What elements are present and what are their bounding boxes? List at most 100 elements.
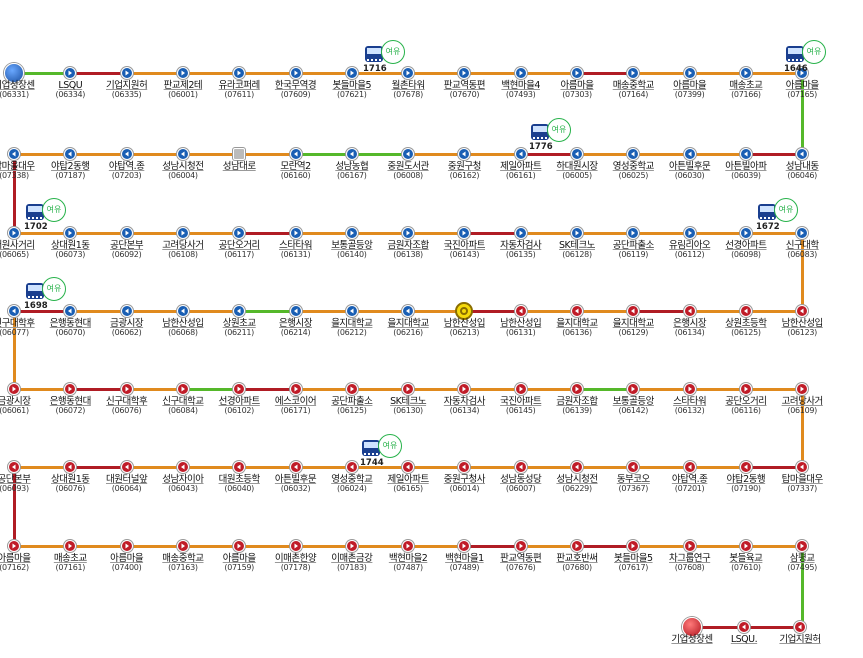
stop-label[interactable]: 기업성장센: [671, 635, 713, 645]
stop-name[interactable]: 아튼빌후문: [668, 161, 711, 172]
stop-label[interactable]: 국진아파트(06145): [500, 396, 542, 415]
stop-name[interactable]: 이매촌금강: [331, 553, 373, 564]
stop-name[interactable]: 탑마을대우: [781, 474, 824, 485]
stop-name[interactable]: 금광시장: [0, 396, 31, 407]
stop-name[interactable]: 아름마을: [222, 553, 256, 564]
stop-name[interactable]: 국진아파트: [500, 396, 542, 407]
bus-stop-marker[interactable]: [402, 67, 415, 79]
stop-name[interactable]: 대원사거리: [0, 240, 35, 251]
stop-label[interactable]: 아름마을(07165): [786, 81, 819, 99]
stop-name[interactable]: 성남자이아: [162, 474, 204, 485]
stop-label[interactable]: 월촌타워(07678): [392, 81, 425, 99]
bus-stop-marker[interactable]: [514, 461, 527, 473]
stop-label[interactable]: 선경아파트(06098): [725, 241, 767, 259]
stop-name[interactable]: 아름마을: [0, 553, 31, 564]
stop-name[interactable]: 야탑역.종: [671, 474, 708, 485]
stop-label[interactable]: 남한산성입(06213): [444, 319, 486, 337]
stop-label[interactable]: 남한산성입(06123): [781, 318, 824, 337]
stop-name[interactable]: 봇들육교: [729, 553, 763, 564]
stop-label[interactable]: 영성중학교(06025): [613, 162, 655, 180]
stop-label[interactable]: 야탑역.종(07203): [109, 162, 145, 180]
stop-name[interactable]: SK테크노: [390, 396, 427, 407]
bus-stop-marker[interactable]: [796, 461, 809, 473]
stop-name[interactable]: 남한산성입: [162, 318, 204, 329]
stop-name[interactable]: 백현마을4: [501, 80, 540, 91]
bus-stop-marker[interactable]: [120, 305, 133, 317]
stop-label[interactable]: 야탑2동행(07190): [727, 475, 766, 493]
stop-name[interactable]: 금원자조합: [387, 240, 429, 251]
bus-stop-marker[interactable]: [64, 148, 77, 160]
bus-stop-marker[interactable]: [683, 461, 696, 473]
stop-name[interactable]: LSQU: [58, 80, 83, 91]
bus-stop-marker[interactable]: [4, 63, 24, 83]
bus-stop-marker[interactable]: [345, 305, 358, 317]
stop-name[interactable]: 기업지원허: [779, 634, 821, 645]
stop-name[interactable]: 고려당사거: [162, 240, 204, 251]
bus-stop-marker[interactable]: [8, 148, 20, 160]
stop-label[interactable]: 상원초등학(06125): [725, 319, 767, 337]
stop-label[interactable]: 고려당사거(06108): [162, 240, 204, 259]
bus-stop-marker[interactable]: [458, 148, 471, 160]
bus-stop-marker[interactable]: [64, 305, 77, 317]
bus-stop-marker[interactable]: [739, 227, 752, 239]
bus-stop-marker[interactable]: [627, 540, 640, 552]
stop-name[interactable]: 백현마을1: [445, 553, 484, 564]
stop-label[interactable]: 대원초등학(06040): [219, 475, 261, 493]
bus-stop-marker[interactable]: [176, 461, 189, 473]
stop-name[interactable]: 야탑2동행: [726, 474, 766, 485]
bus-stop-marker[interactable]: [514, 383, 527, 395]
stop-label[interactable]: 대원터널앞(06064): [106, 475, 148, 493]
stop-name[interactable]: 야탑2동행: [51, 161, 90, 172]
bus-stop-marker[interactable]: [345, 148, 358, 160]
stop-label[interactable]: 은행시장(06134): [673, 319, 706, 337]
stop-label[interactable]: 제일아파트(06165): [387, 475, 429, 493]
bus-stop-marker[interactable]: [682, 617, 702, 637]
bus-stop-marker[interactable]: [796, 148, 809, 160]
stop-label[interactable]: 은행시장(06214): [279, 319, 312, 337]
stop-label[interactable]: 야탑2동행(07187): [51, 162, 90, 180]
bus-stop-marker[interactable]: [345, 461, 358, 473]
stop-name[interactable]: 을지대학교: [612, 318, 655, 329]
stop-name[interactable]: 판교호반써: [556, 553, 598, 564]
stop-label[interactable]: 탑마을대우(07337): [781, 474, 824, 493]
stop-name[interactable]: 은행동현대: [49, 318, 92, 329]
stop-name[interactable]: 성남시청전: [556, 474, 598, 485]
stop-label[interactable]: 고려당사거(06109): [782, 397, 824, 415]
stop-label[interactable]: 아름마을(07400): [110, 554, 143, 572]
bus-stop-marker[interactable]: [739, 148, 752, 160]
stop-label[interactable]: 모란역2(06160): [280, 162, 311, 180]
bus-stop-marker[interactable]: [514, 540, 527, 552]
stop-label[interactable]: 기업지원허: [779, 634, 821, 645]
bus-stop-marker[interactable]: [176, 305, 189, 317]
stop-label[interactable]: 공단본부(06092): [110, 241, 143, 259]
stop-label[interactable]: 백현마을1(07489): [445, 554, 484, 572]
bus-stop-marker[interactable]: [627, 305, 640, 317]
stop-label[interactable]: 봇들마을5(07621): [333, 81, 372, 99]
bus-stop-marker[interactable]: [176, 383, 189, 395]
stop-label[interactable]: 동부코오(07367): [617, 475, 650, 493]
bus-stop-marker[interactable]: [120, 148, 133, 160]
stop-name[interactable]: 한국무역경: [274, 80, 317, 91]
stop-label[interactable]: 스타타워(06132): [673, 397, 706, 415]
stop-name[interactable]: 남한산성입: [781, 318, 824, 329]
stop-label[interactable]: 대원사거리(06065): [0, 241, 35, 259]
bus-stop-marker[interactable]: [233, 305, 246, 317]
stop-name[interactable]: 은행시장: [673, 318, 707, 329]
stop-label[interactable]: 을지대학교(06136): [556, 319, 598, 337]
bus-stop-marker[interactable]: [345, 540, 358, 552]
bus-stop-marker[interactable]: [289, 383, 302, 395]
stop-name[interactable]: 을지대학교: [331, 318, 373, 329]
stop-label[interactable]: 자동차검사(06134): [444, 397, 486, 415]
stop-name[interactable]: 공단파출소: [612, 240, 655, 251]
stop-label[interactable]: 스타타워(06131): [279, 241, 312, 259]
bus-stop-marker[interactable]: [120, 540, 133, 552]
stop-label[interactable]: 상원초교(06211): [223, 319, 256, 337]
bus-stop-marker[interactable]: [571, 67, 583, 79]
stop-name[interactable]: 스타타워: [673, 396, 707, 407]
stop-name[interactable]: 백현마을2: [388, 553, 428, 564]
bus-stop-marker[interactable]: [458, 461, 471, 473]
bus-stop-marker[interactable]: [64, 227, 77, 239]
stop-name[interactable]: 매송중학교: [162, 553, 204, 564]
